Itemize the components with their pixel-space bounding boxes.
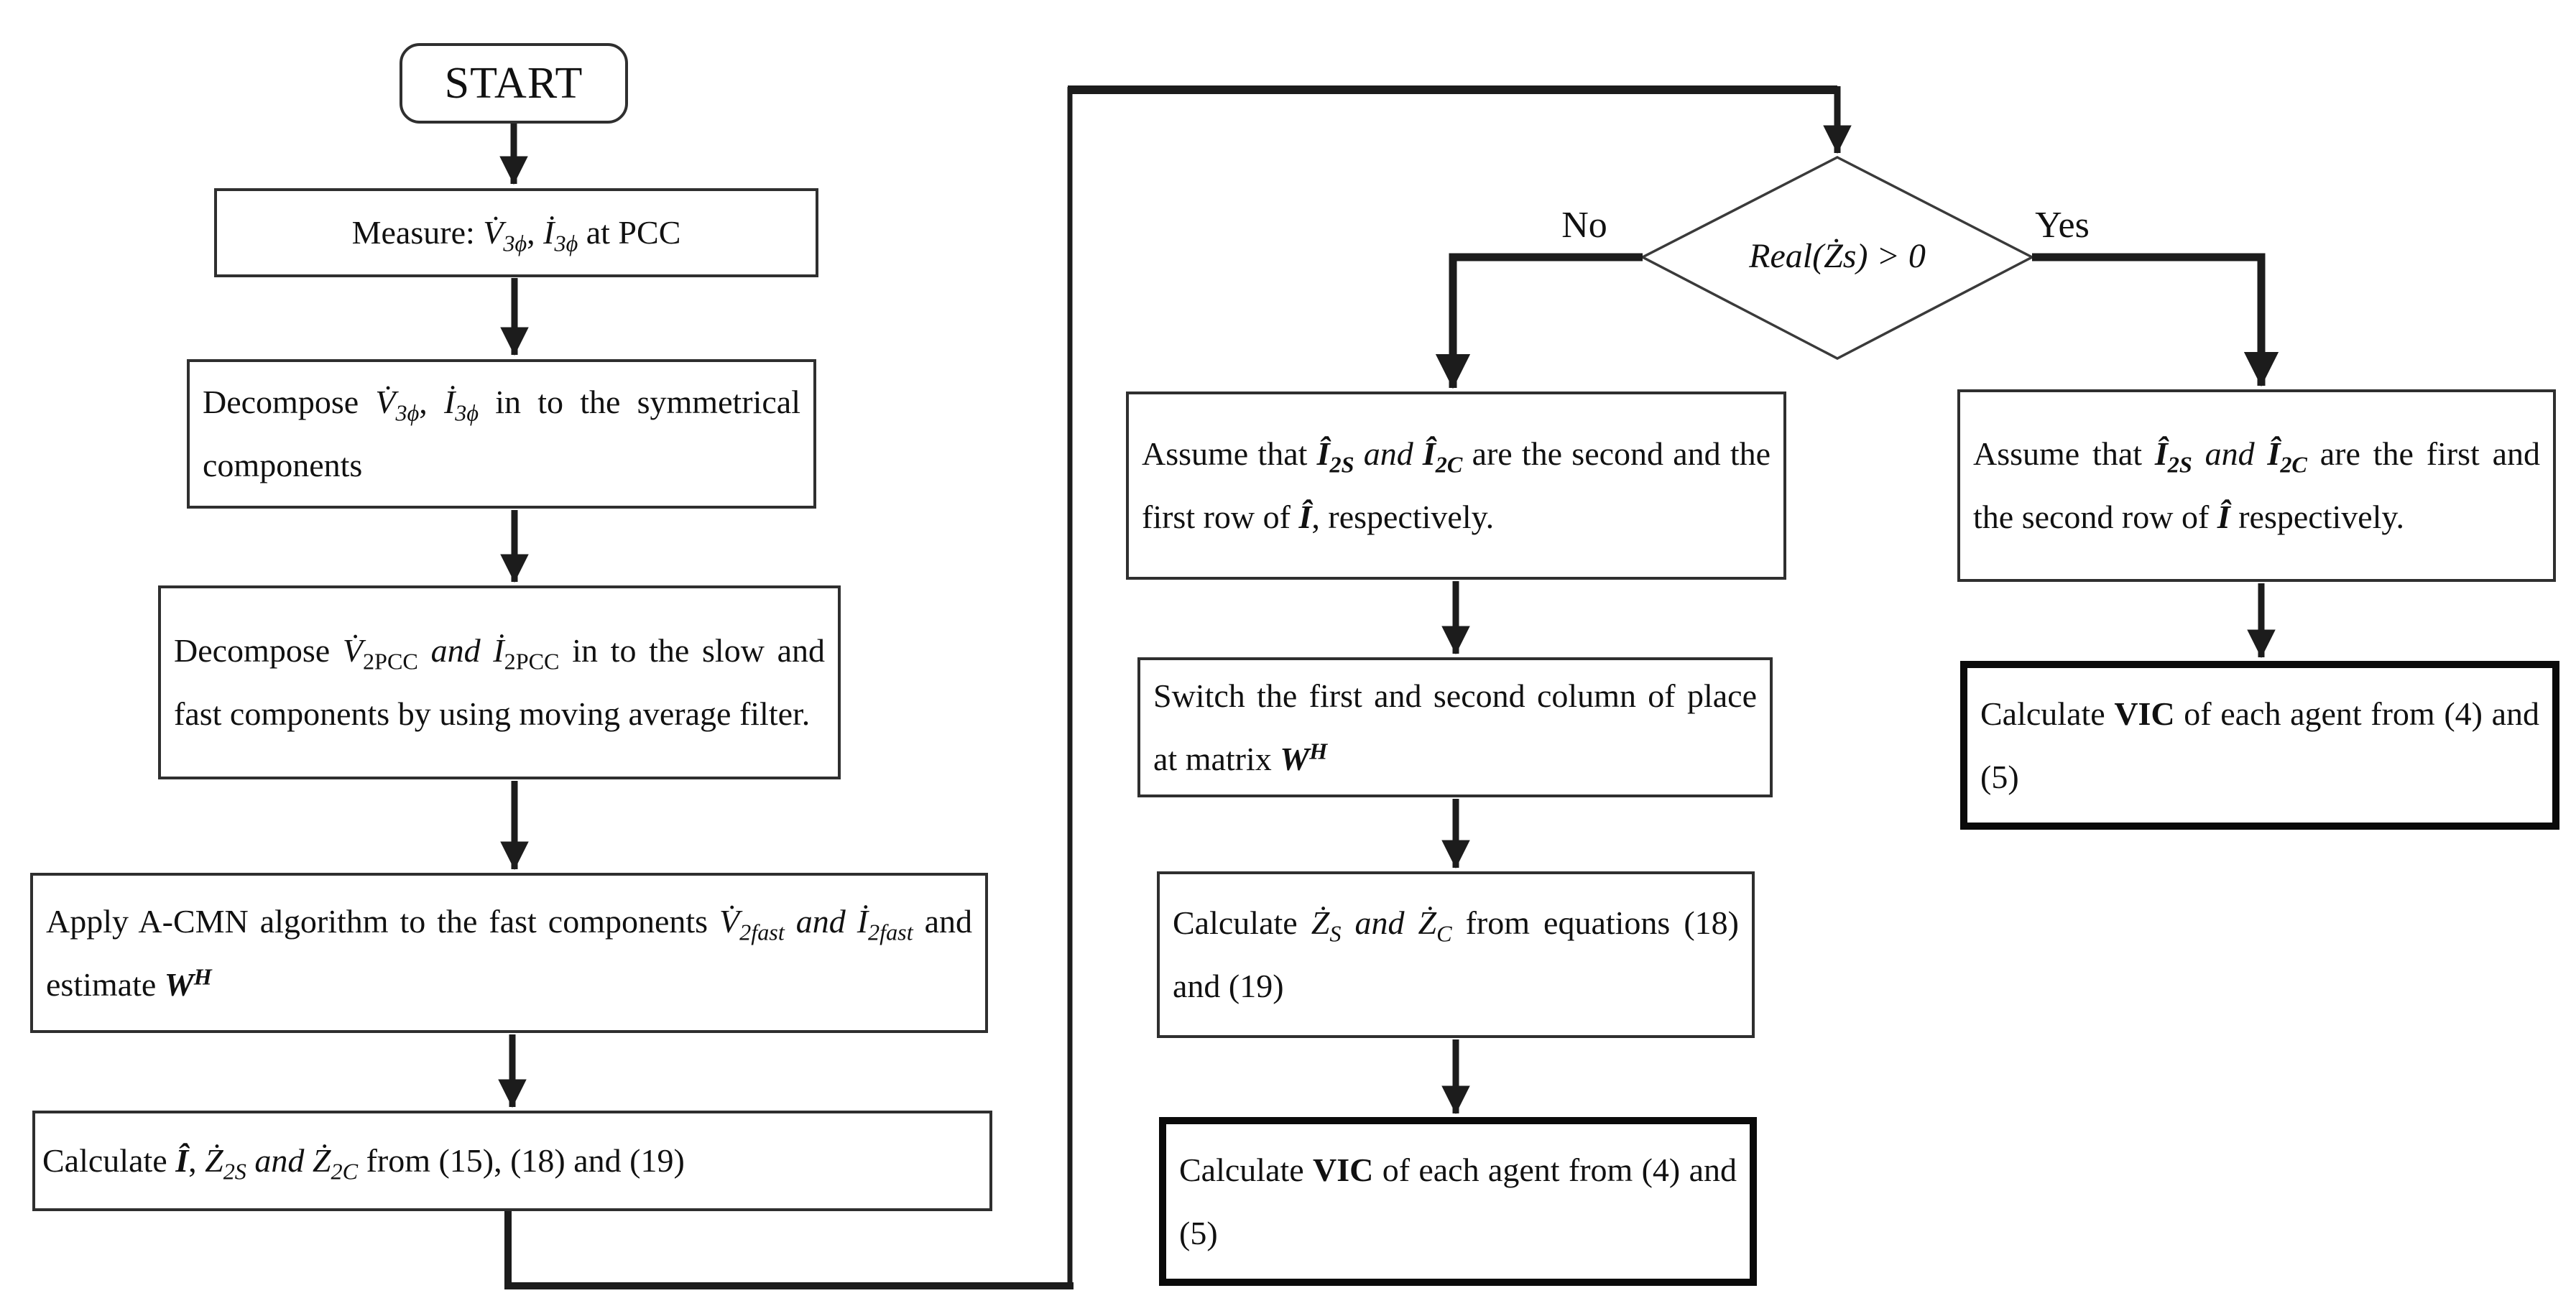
node-measure: Measure: V̇3ϕ, İ3ϕ at PCC	[214, 188, 818, 277]
node-calculate-vic-no: Calculate VIC of each agent from (4) and…	[1159, 1117, 1757, 1286]
node-assume-rows-yes-label: Assume that Î2S and Î2C are the first an…	[1973, 435, 2541, 535]
node-assume-rows-yes: Assume that Î2S and Î2C are the first an…	[1957, 389, 2556, 582]
node-calculate-vic-yes: Calculate VIC of each agent from (4) and…	[1960, 661, 2559, 830]
arrow-yes-branch	[2032, 253, 2279, 387]
no-branch-label: No	[1561, 205, 1607, 246]
node-apply-acmn: Apply A-CMN algorithm to the fast compon…	[30, 873, 988, 1033]
arrow-no-branch	[1435, 253, 1643, 389]
node-switch-columns: Switch the first and second column of pl…	[1137, 657, 1773, 797]
start-label: START	[444, 59, 583, 108]
node-calculate-vic-yes-label: Calculate VIC of each agent from (4) and…	[1980, 695, 2539, 795]
decision-diamond-shape	[1640, 156, 2035, 360]
node-assume-rows-no: Assume that Î2S and Î2C are the second a…	[1126, 392, 1786, 580]
node-calculate-impedances-label: Calculate Î, Ż2S and Ż2C from (15), (18)…	[42, 1142, 685, 1185]
node-calculate-zs-zc-label: Calculate ŻS and ŻC from equations (18) …	[1173, 904, 1739, 1004]
node-apply-acmn-label: Apply A-CMN algorithm to the fast compon…	[46, 902, 973, 1003]
node-calculate-zs-zc: Calculate ŻS and ŻC from equations (18) …	[1157, 871, 1755, 1038]
node-measure-label: Measure: V̇3ϕ, İ3ϕ at PCC	[351, 214, 681, 256]
node-decompose-slow-fast: Decompose V̇2PCC and İ2PCC in to the slo…	[158, 585, 841, 779]
node-decompose-slow-fast-label: Decompose V̇2PCC and İ2PCC in to the slo…	[174, 632, 826, 732]
connector-loop-bottom	[504, 1211, 1074, 1289]
node-start: START	[400, 43, 628, 124]
node-decompose-symmetrical: Decompose V̇3ϕ, İ3ϕ in to the symmetrica…	[187, 359, 816, 509]
node-calculate-impedances: Calculate Î, Ż2S and Ż2C from (15), (18)…	[32, 1111, 992, 1211]
yes-branch-label: Yes	[2035, 205, 2090, 246]
node-decompose-symmetrical-label: Decompose V̇3ϕ, İ3ϕ in to the symmetrica…	[203, 384, 800, 483]
decision-condition-label: Real(Żs) > 0	[1749, 237, 1926, 275]
node-switch-columns-label: Switch the first and second column of pl…	[1153, 677, 1757, 777]
node-assume-rows-no-label: Assume that Î2S and Î2C are the second a…	[1142, 435, 1771, 535]
node-calculate-vic-no-label: Calculate VIC of each agent from (4) and…	[1179, 1151, 1737, 1251]
